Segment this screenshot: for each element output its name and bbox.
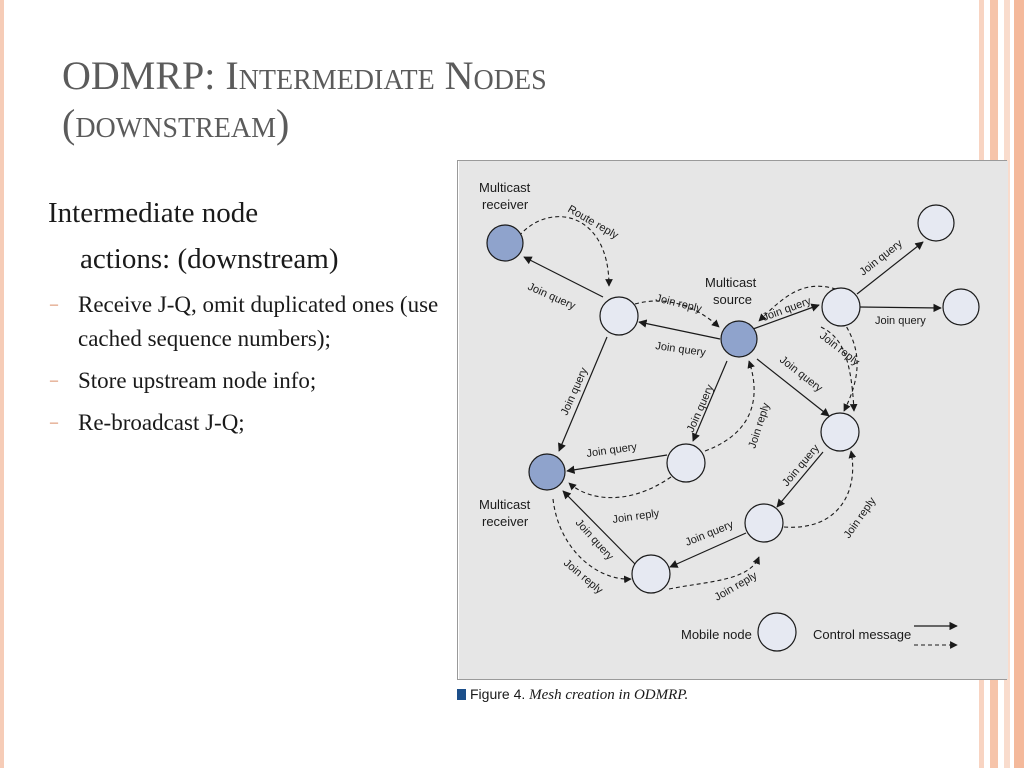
multicast-receiver-node xyxy=(528,453,566,491)
arrow-join-query xyxy=(562,490,636,565)
arrow-join-query xyxy=(752,303,820,330)
arrow-join-query xyxy=(776,451,824,508)
arrow-join-query xyxy=(566,454,668,474)
label-multicast-source: source xyxy=(713,292,752,307)
nodes xyxy=(486,204,980,652)
body-text: Intermediate node actions: (downstream) … xyxy=(48,190,468,448)
multicast-source-node xyxy=(720,320,758,358)
legend-control-message-label: Control message xyxy=(813,627,911,642)
caption-text: Mesh creation in ODMRP. xyxy=(529,687,689,703)
label-multicast-source: Multicast xyxy=(705,275,757,290)
bullet-item: – Store upstream node info; xyxy=(48,364,468,398)
label-join-query: Join query xyxy=(875,315,926,327)
arrow-join-query xyxy=(638,319,721,340)
diagram-background xyxy=(459,161,1008,679)
arrow-join-reply xyxy=(568,476,672,499)
arrow-join-query xyxy=(523,256,604,298)
mobile-node xyxy=(666,443,706,483)
bullet-item: – Re-broadcast J-Q; xyxy=(48,406,468,440)
arrow-join-query xyxy=(692,360,728,442)
bullet-text: Re-broadcast J-Q; xyxy=(78,410,245,435)
dash-icon: – xyxy=(50,296,58,313)
join-reply-arrows xyxy=(518,216,858,590)
arrow-join-query xyxy=(858,303,942,313)
arrow-join-query xyxy=(756,358,830,417)
label-multicast-receiver: Multicast xyxy=(479,497,531,512)
arrow-join-query xyxy=(669,532,747,568)
mobile-node xyxy=(631,554,671,594)
arrow-join-reply xyxy=(758,285,850,322)
lead-line2: actions: (downstream) xyxy=(80,243,339,275)
caption-prefix: Figure 4. xyxy=(470,686,526,702)
multicast-receiver-node xyxy=(486,224,524,262)
slide-title: ODMRP: Intermediate Nodes (downstream) xyxy=(62,52,762,148)
label-multicast-receiver: receiver xyxy=(482,514,529,529)
slide-title-line2: (downstream) xyxy=(62,101,290,146)
label-multicast-receiver: receiver xyxy=(482,197,529,212)
arrow-join-query xyxy=(558,336,608,452)
caption-square-icon xyxy=(457,689,466,700)
mobile-node xyxy=(942,288,980,326)
arrow-route-reply xyxy=(518,216,613,287)
arrow-join-reply xyxy=(704,360,755,452)
legend-mobile-node-icon xyxy=(757,612,797,652)
arrow-join-reply xyxy=(783,450,857,528)
arrow-join-reply xyxy=(668,556,760,590)
lead-line1: Intermediate node xyxy=(48,197,259,229)
arrow-join-reply xyxy=(820,326,858,412)
slide-title-line1: ODMRP: Intermediate Nodes xyxy=(62,53,547,98)
dash-icon: – xyxy=(50,414,58,431)
bullet-text: Store upstream node info; xyxy=(78,368,317,393)
mobile-node xyxy=(917,204,955,242)
mobile-node xyxy=(820,412,860,452)
right-decor-stripe xyxy=(1014,0,1024,768)
bullet-item: – Receive J-Q, omit duplicated ones (use … xyxy=(48,288,468,356)
legend-mobile-node-label: Mobile node xyxy=(681,627,752,642)
arrow-join-reply xyxy=(552,498,632,584)
bullet-text: Receive J-Q, omit duplicated ones (use c… xyxy=(78,292,439,351)
lead-text: Intermediate node actions: (downstream) xyxy=(48,190,468,282)
mobile-node xyxy=(599,296,639,336)
mesh-diagram: Multicast receiver Multicast source Mult… xyxy=(459,161,1008,679)
left-decor-stripe xyxy=(0,0,4,768)
mobile-node xyxy=(821,287,861,327)
arrow-join-reply xyxy=(842,320,858,412)
join-query-arrows xyxy=(523,241,942,568)
figure-caption: Figure 4. Mesh creation in ODMRP. xyxy=(457,686,937,704)
mobile-node xyxy=(744,503,784,543)
arrow-join-reply xyxy=(634,300,720,328)
arrow-join-query xyxy=(856,241,924,295)
label-multicast-receiver: Multicast xyxy=(479,180,531,195)
dash-icon: – xyxy=(50,372,58,389)
bullet-list: – Receive J-Q, omit duplicated ones (use … xyxy=(48,288,468,440)
